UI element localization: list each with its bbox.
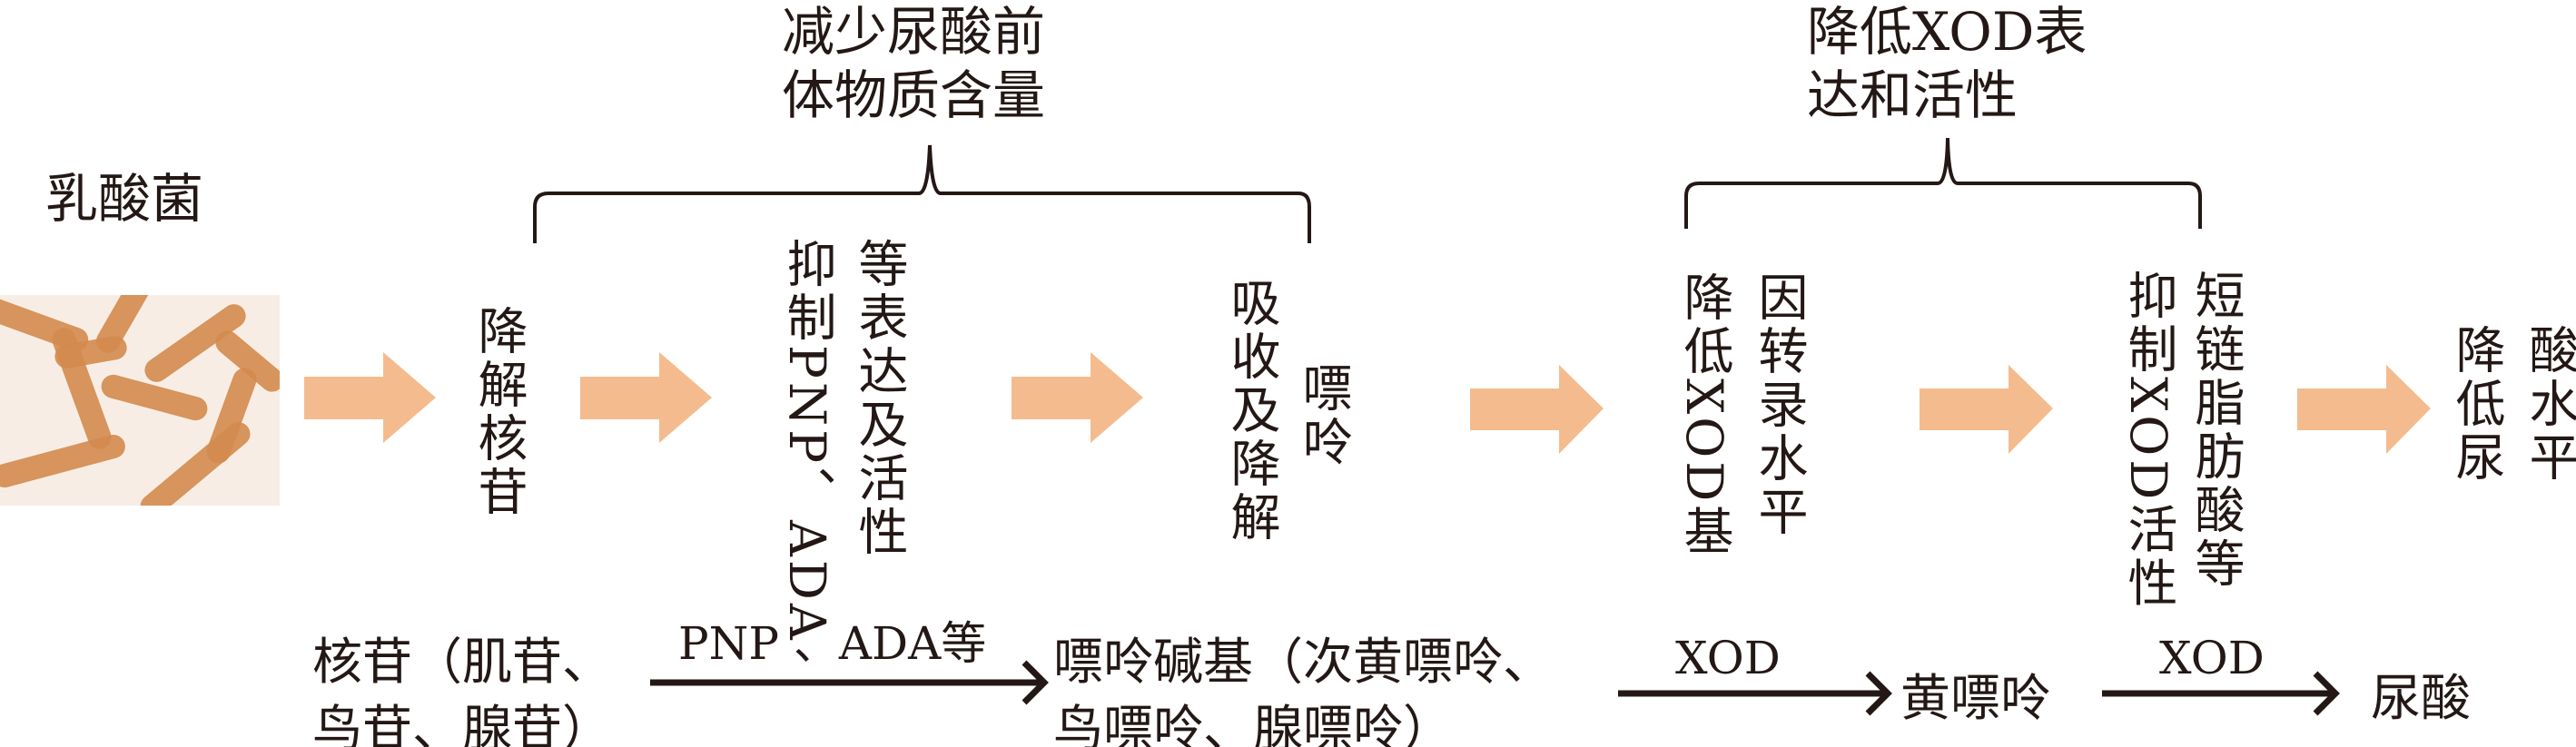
group-label-line: 降低XOD表 (1807, 1, 2087, 63)
flow-arrow-2 (580, 352, 712, 443)
xanthine-label: 黄嘌呤 (1900, 669, 2051, 727)
uric-acid-label: 尿酸 (2371, 669, 2472, 727)
lactobacillus-label: 乳酸菌 (45, 168, 204, 230)
flow-arrow-4 (1470, 365, 1604, 454)
group-label-line: 减少尿酸前 (782, 1, 1046, 63)
purine-bases-label: 嘌呤碱基（次黄嘌呤、 鸟嘌呤、腺嘌呤） (1053, 628, 1553, 747)
flow-arrow-5 (1920, 365, 2053, 454)
step-degrade-nucleosides: 降解核苷 (469, 305, 528, 519)
nucleosides-label: 核苷（肌苷、 鸟苷、腺苷） (312, 628, 612, 747)
step-lower-uric-acid-cont: 酸水平 (2521, 324, 2576, 485)
step-lower-uric-acid: 降低尿 (2447, 324, 2505, 485)
flow-arrow-1 (304, 352, 436, 443)
group-label-reduce-precursors: 减少尿酸前 体物质含量 (782, 0, 1045, 127)
step-absorb-degrade-purine-cont: 嘌呤 (1294, 362, 1352, 469)
nucleosides-line: 鸟苷、腺苷） (312, 700, 613, 747)
nucleosides-line: 核苷（肌苷、 (312, 633, 613, 691)
step-lower-xod-transcription-cont: 因转录水平 (1750, 271, 1808, 539)
enzyme-label-pnp-ada: PNP 、ADA等 (678, 617, 987, 670)
group-label-line: 体物质含量 (782, 64, 1046, 126)
brace-reduce-precursors (533, 144, 1311, 243)
flow-arrow-6 (2297, 365, 2431, 454)
purine-bases-line: 嘌呤碱基（次黄嘌呤、 (1053, 633, 1554, 691)
step-inhibit-pnp-ada-cont: 等表达及活性 (850, 238, 908, 559)
group-label-line: 达和活性 (1807, 64, 2018, 126)
step-lower-xod-transcription: 降低XOD基 (1675, 271, 1733, 559)
enzyme-label-xod-1: XOD (1675, 632, 1781, 684)
purine-bases-line: 鸟嘌呤、腺嘌呤） (1053, 700, 1454, 747)
step-inhibit-xod-activity: 抑制XOD活性 (2119, 270, 2177, 611)
step-inhibit-xod-activity-cont: 短链脂肪酸等 (2186, 270, 2245, 591)
lactobacillus-image (0, 295, 280, 506)
flow-arrow-3 (1012, 352, 1143, 443)
group-label-reduce-xod: 降低XOD表 达和活性 (1807, 0, 2087, 127)
enzyme-label-xod-2: XOD (2159, 632, 2265, 684)
step-inhibit-pnp-ada: 抑制PNP、ADA (778, 238, 836, 644)
brace-reduce-xod (1684, 137, 2202, 229)
step-absorb-degrade-purine: 吸收及降解 (1222, 277, 1280, 545)
